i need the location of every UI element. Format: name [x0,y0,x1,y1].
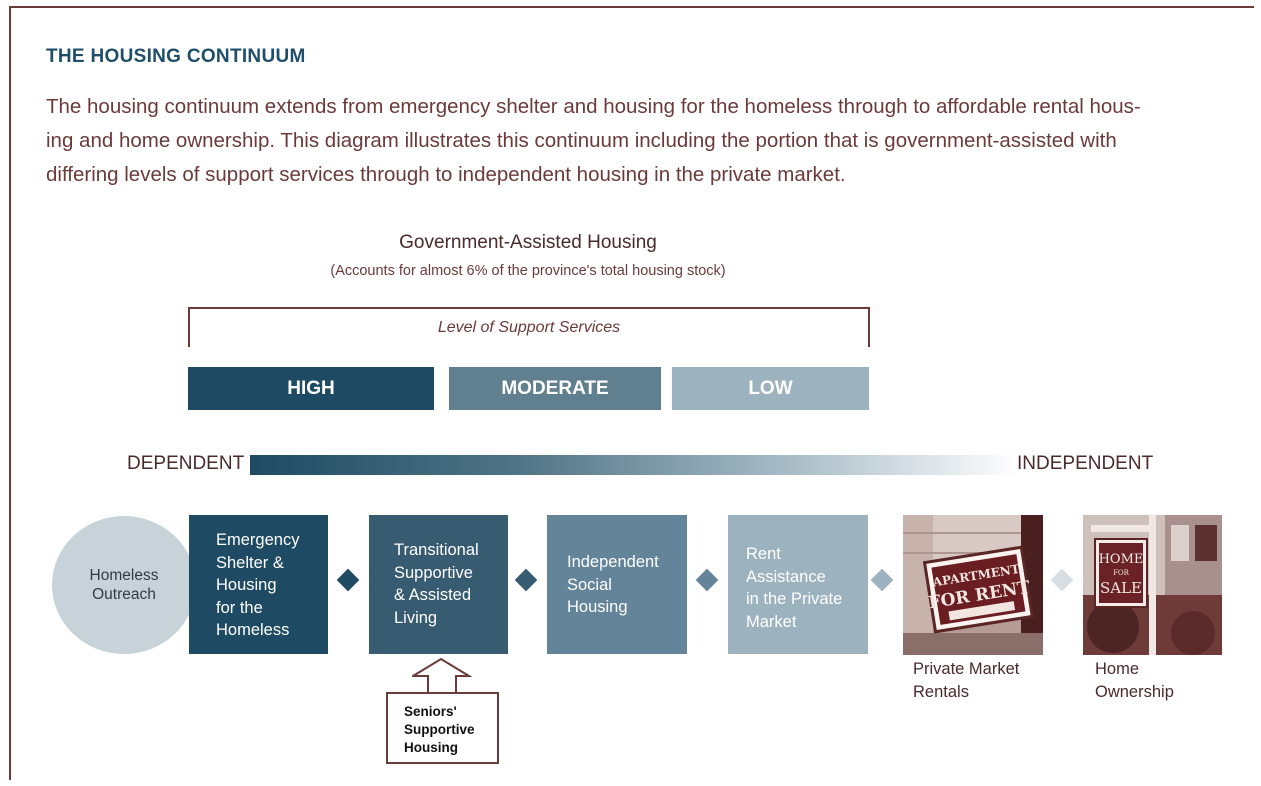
home-ownership-caption: Home Ownership [1095,658,1174,704]
support-level-label: LOW [748,377,793,399]
government-assisted-subtitle: (Accounts for almost 6% of the province'… [330,263,726,279]
stage-line: Market [746,612,797,631]
apartment-for-rent-sign-photo: APARTMENT FOR RENT [903,515,1043,655]
stage-line: Emergency [216,531,300,549]
stage-line: Independent [567,553,659,571]
diamond-connector [695,568,719,592]
caption-line: Home [1095,660,1140,678]
dependence-gradient-bar [250,455,1020,475]
frame-top-border [9,6,1254,8]
caption-line: Rentals [913,683,969,701]
sign-text: HOME [1099,552,1144,567]
seniors-supportive-housing-label: Seniors' Supportive Housing [404,703,475,757]
support-level-low: LOW [672,367,869,410]
stage-line: & Assisted [394,586,472,604]
stage-rent-assistance: Rent Assistance in the Private Market [728,515,868,654]
caption-line: Ownership [1095,683,1174,701]
outreach-line: Outreach [92,586,156,603]
diamond-connector [514,568,538,592]
stage-line: Living [394,608,438,627]
frame-left-border [9,6,11,780]
stage-line: Housing [216,576,277,594]
stage-independent-social: Independent Social Housing [547,515,687,654]
diamond-connector [336,568,360,592]
diamond-connector [1050,568,1074,592]
stage-line: Rent [746,545,781,563]
intro-line-1: The housing continuum extends from emerg… [46,95,1141,118]
dependent-label: DEPENDENT [127,453,245,474]
home-for-sale-sign-photo: HOME FOR SALE [1083,515,1222,655]
callout-line: Housing [404,740,458,755]
stage-transitional-supportive: Transitional Supportive & Assisted Livin… [369,515,508,654]
stage-emergency-shelter: Emergency Shelter & Housing for the Home… [189,515,328,654]
stage-line: Supportive [394,563,473,582]
independent-label: INDEPENDENT [1017,453,1154,474]
support-level-label: HIGH [287,377,335,399]
stage-line: Transitional [394,541,479,559]
support-services-label: Level of Support Services [437,319,621,336]
caption-line: Private Market [913,660,1020,678]
sign-text: FOR [1113,569,1130,577]
diamond-connector [870,568,894,592]
up-arrow-icon [412,657,472,695]
stage-line: for the [216,598,263,617]
support-level-label: MODERATE [501,377,609,399]
homeless-outreach-circle: Homeless Outreach [52,516,196,654]
stage-line: Shelter & [216,553,284,572]
stage-line: Housing [567,598,628,616]
callout-line: Seniors' [404,704,457,719]
support-level-moderate: MODERATE [449,367,661,410]
government-assisted-title: Government-Assisted Housing [399,232,657,253]
support-level-high: HIGH [188,367,434,410]
stage-line: Homeless [216,621,290,639]
intro-paragraph: The housing continuum extends from emerg… [46,90,1236,192]
intro-line-3: differing levels of support services thr… [46,163,846,186]
callout-line: Supportive [404,722,475,737]
stage-line: in the Private [746,590,843,608]
seniors-supportive-housing-box [386,692,499,764]
page-title: THE HOUSING CONTINUUM [46,46,306,67]
stage-line: Assistance [746,567,826,586]
stage-line: Social [567,575,612,594]
intro-line-2: ing and home ownership. This diagram ill… [46,129,1117,152]
support-services-bracket [188,307,870,347]
outreach-line: Homeless [89,567,159,584]
private-market-rentals-caption: Private Market Rentals [913,658,1019,704]
sign-text: SALE [1100,579,1142,597]
